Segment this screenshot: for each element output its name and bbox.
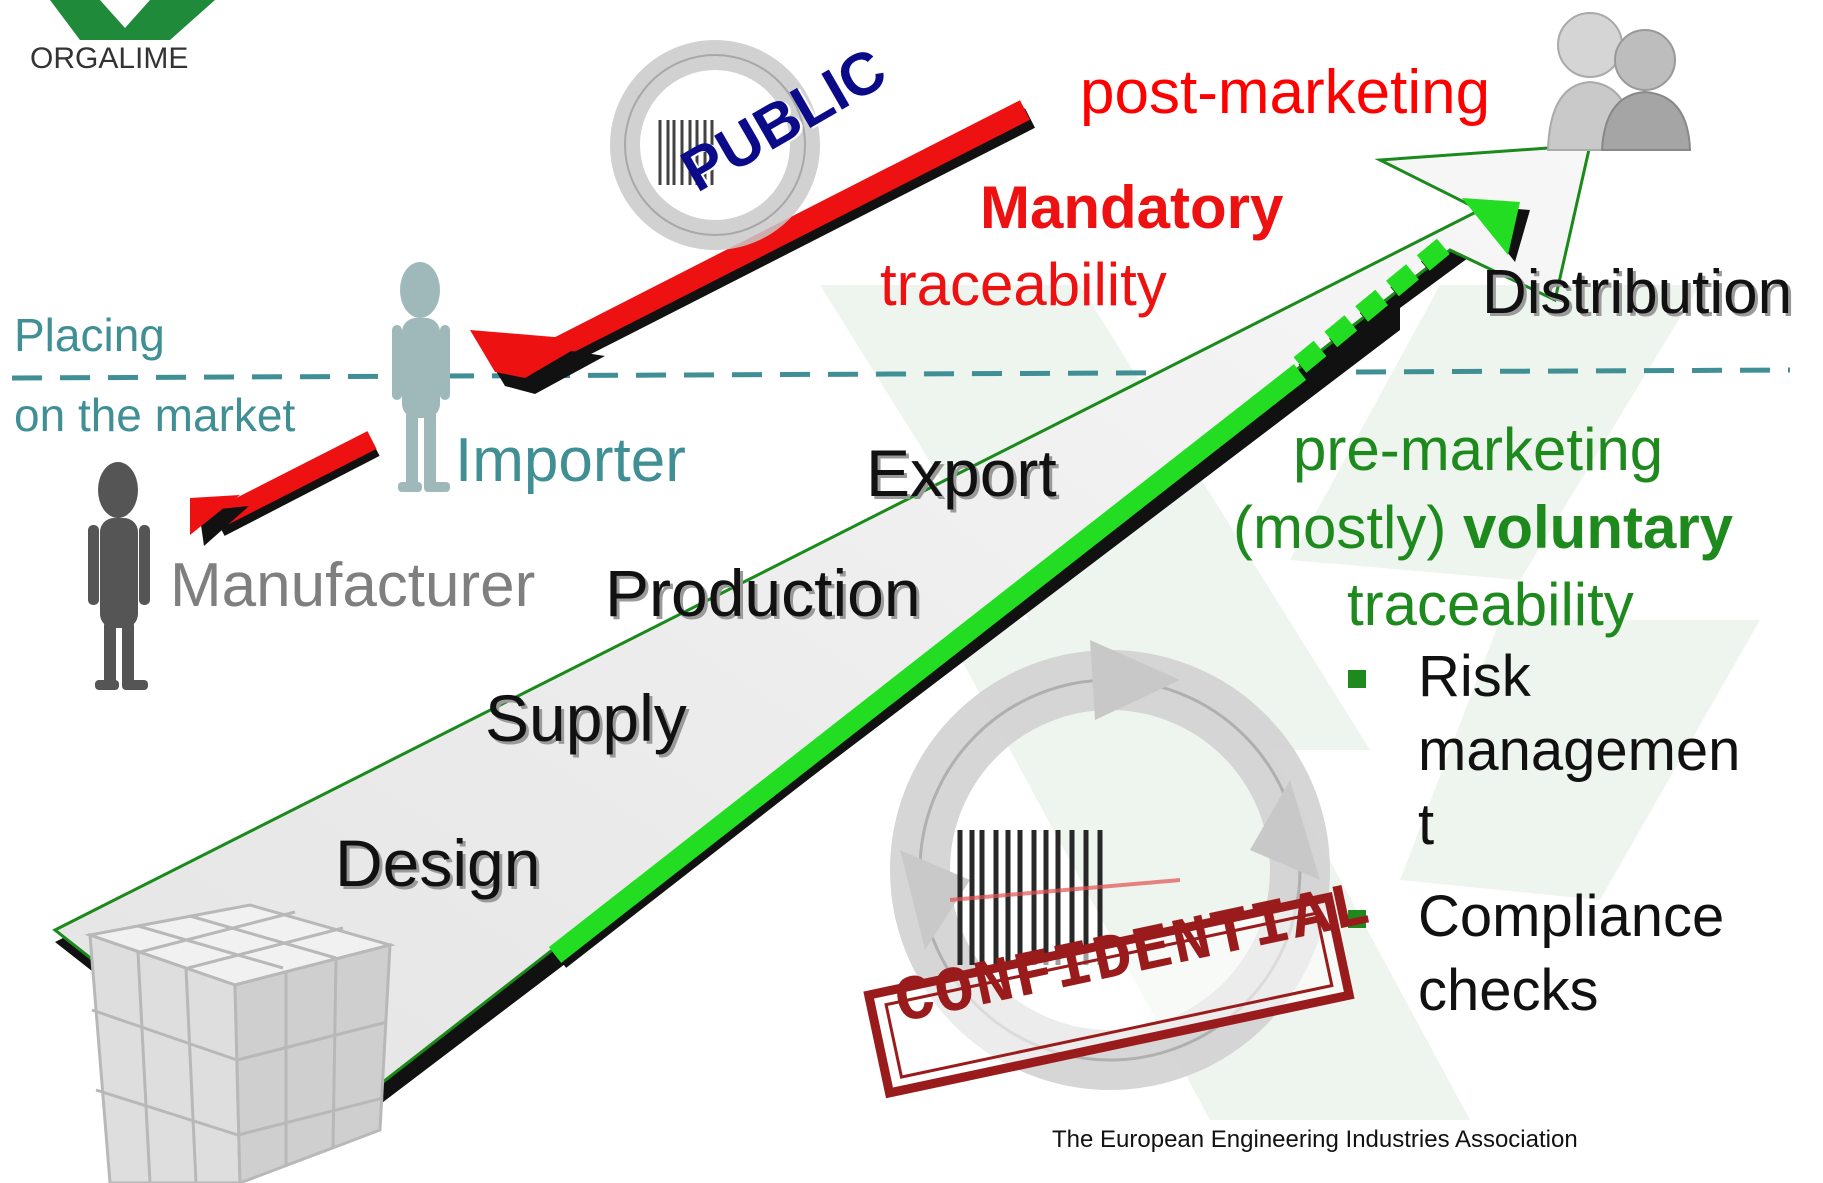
bullet-risk-line3: t xyxy=(1418,792,1435,857)
bullet-compliance-line2: checks xyxy=(1418,958,1599,1023)
distribution-label: Distribution xyxy=(1482,258,1793,327)
brand-name: ORGALIME xyxy=(30,42,188,75)
orgalime-logo: ORGALIME xyxy=(30,0,215,75)
users-icon xyxy=(1546,12,1692,151)
pre-marketing-label: pre-marketing xyxy=(1293,416,1664,483)
importer-label: Importer xyxy=(455,426,686,495)
value-chain-beam xyxy=(52,143,1592,1137)
stage-production: Production xyxy=(605,556,921,630)
stage-supply: Supply xyxy=(485,681,687,755)
cycle-icon-public xyxy=(610,40,820,250)
manufacturer-figure xyxy=(88,462,150,690)
bullet-compliance-line1: Compliance xyxy=(1418,884,1725,949)
postmarketing-arrow xyxy=(470,100,1035,394)
cube-icon xyxy=(84,903,396,1183)
stage-design: Design xyxy=(335,826,541,900)
post-marketing-label: post-marketing xyxy=(1080,58,1491,127)
importer-figure xyxy=(392,262,450,492)
bullet-risk-line1: Risk xyxy=(1418,644,1531,709)
bullet-risk-line2: managemen xyxy=(1418,718,1741,783)
bullet-marker xyxy=(1348,910,1366,928)
cycle-icon-confidential xyxy=(890,640,1330,1090)
mandatory-label: Mandatory xyxy=(980,174,1284,241)
voluntary-label: voluntary xyxy=(1462,494,1734,561)
footer-text: The European Engineering Industries Asso… xyxy=(1052,1126,1578,1153)
mandatory-traceability-label: traceability xyxy=(880,251,1167,318)
placing-label: Placing xyxy=(14,309,165,361)
premarketing-arrow xyxy=(548,198,1530,968)
market-line xyxy=(11,367,1791,381)
bullet-marker xyxy=(1348,670,1366,688)
import-arrow xyxy=(190,431,380,546)
voluntary-traceability-label: traceability xyxy=(1347,571,1634,638)
manufacturer-label: Manufacturer xyxy=(170,551,536,620)
stage-export: Export xyxy=(866,436,1057,510)
confidential-stamp xyxy=(863,892,1355,1099)
mostly-label: (mostly) xyxy=(1233,494,1447,561)
on-the-market-label: on the market xyxy=(14,389,296,441)
mostly-voluntary-line: (mostly) voluntary xyxy=(1233,498,1733,558)
